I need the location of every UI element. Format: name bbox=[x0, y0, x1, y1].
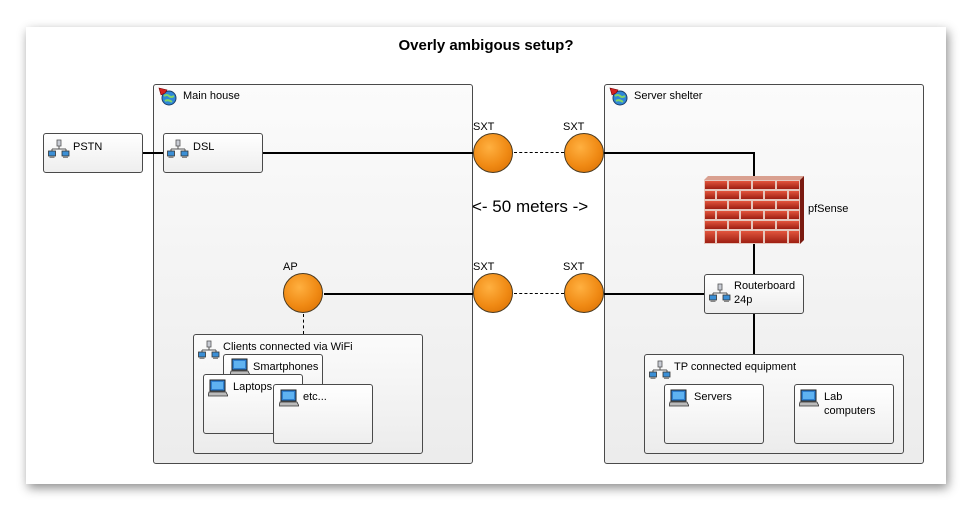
network-icon bbox=[167, 139, 189, 159]
lab-computers-label: Lab computers bbox=[824, 391, 876, 417]
wireless-link-top bbox=[514, 152, 564, 153]
smartphones-label: Smartphones bbox=[253, 361, 319, 373]
globe-icon bbox=[609, 87, 629, 107]
diagram-title: Overly ambigous setup? bbox=[398, 37, 574, 54]
sxt-node-top-left[interactable] bbox=[473, 133, 513, 173]
computer-icon bbox=[279, 389, 299, 407]
globe-icon bbox=[158, 87, 178, 107]
main-house-label: Main house bbox=[183, 90, 240, 102]
pstn-label: PSTN bbox=[73, 141, 103, 153]
link-sxt-routerboard bbox=[604, 293, 705, 295]
tp-equipment-label: TP connected equipment bbox=[674, 361, 797, 373]
link-routerboard-tp bbox=[753, 314, 755, 354]
dsl-label: DSL bbox=[193, 141, 215, 153]
ap-label: AP bbox=[283, 261, 298, 273]
servers-label: Servers bbox=[694, 391, 732, 403]
clients-label: Clients connected via WiFi bbox=[223, 341, 353, 353]
sxt-node-bottom-right[interactable] bbox=[564, 273, 604, 313]
wireless-link-bottom bbox=[514, 293, 564, 294]
link-ap-sxt bbox=[324, 293, 473, 295]
firewall-icon[interactable] bbox=[704, 176, 804, 244]
sxt-label-bottom-left: SXT bbox=[473, 261, 495, 273]
link-dsl-sxt bbox=[263, 152, 473, 154]
server-shelter-label: Server shelter bbox=[634, 90, 703, 102]
ap-node[interactable] bbox=[283, 273, 323, 313]
network-icon bbox=[649, 360, 671, 380]
sxt-label-top-left: SXT bbox=[473, 121, 495, 133]
link-sxt-pfsense-v bbox=[753, 152, 755, 176]
wireless-link-ap-clients bbox=[303, 314, 304, 334]
distance-label: <- 50 meters -> bbox=[472, 197, 589, 216]
pfsense-label: pfSense bbox=[808, 203, 849, 215]
computer-icon bbox=[208, 379, 228, 397]
sxt-label-top-right: SXT bbox=[563, 121, 585, 133]
sxt-node-bottom-left[interactable] bbox=[473, 273, 513, 313]
routerboard-node[interactable] bbox=[704, 274, 804, 314]
network-icon bbox=[709, 283, 731, 303]
link-pfsense-routerboard bbox=[753, 244, 755, 274]
computer-icon bbox=[669, 389, 689, 407]
etc-label: etc... bbox=[303, 391, 327, 403]
network-icon bbox=[48, 139, 70, 159]
sxt-node-top-right[interactable] bbox=[564, 133, 604, 173]
routerboard-label: Routerboard 24p bbox=[734, 280, 796, 306]
link-sxt-pfsense-h bbox=[604, 152, 754, 154]
network-icon bbox=[198, 340, 220, 360]
laptops-label: Laptops bbox=[233, 381, 273, 393]
link-pstn-dsl bbox=[143, 152, 163, 154]
sxt-label-bottom-right: SXT bbox=[563, 261, 585, 273]
computer-icon bbox=[799, 389, 819, 407]
